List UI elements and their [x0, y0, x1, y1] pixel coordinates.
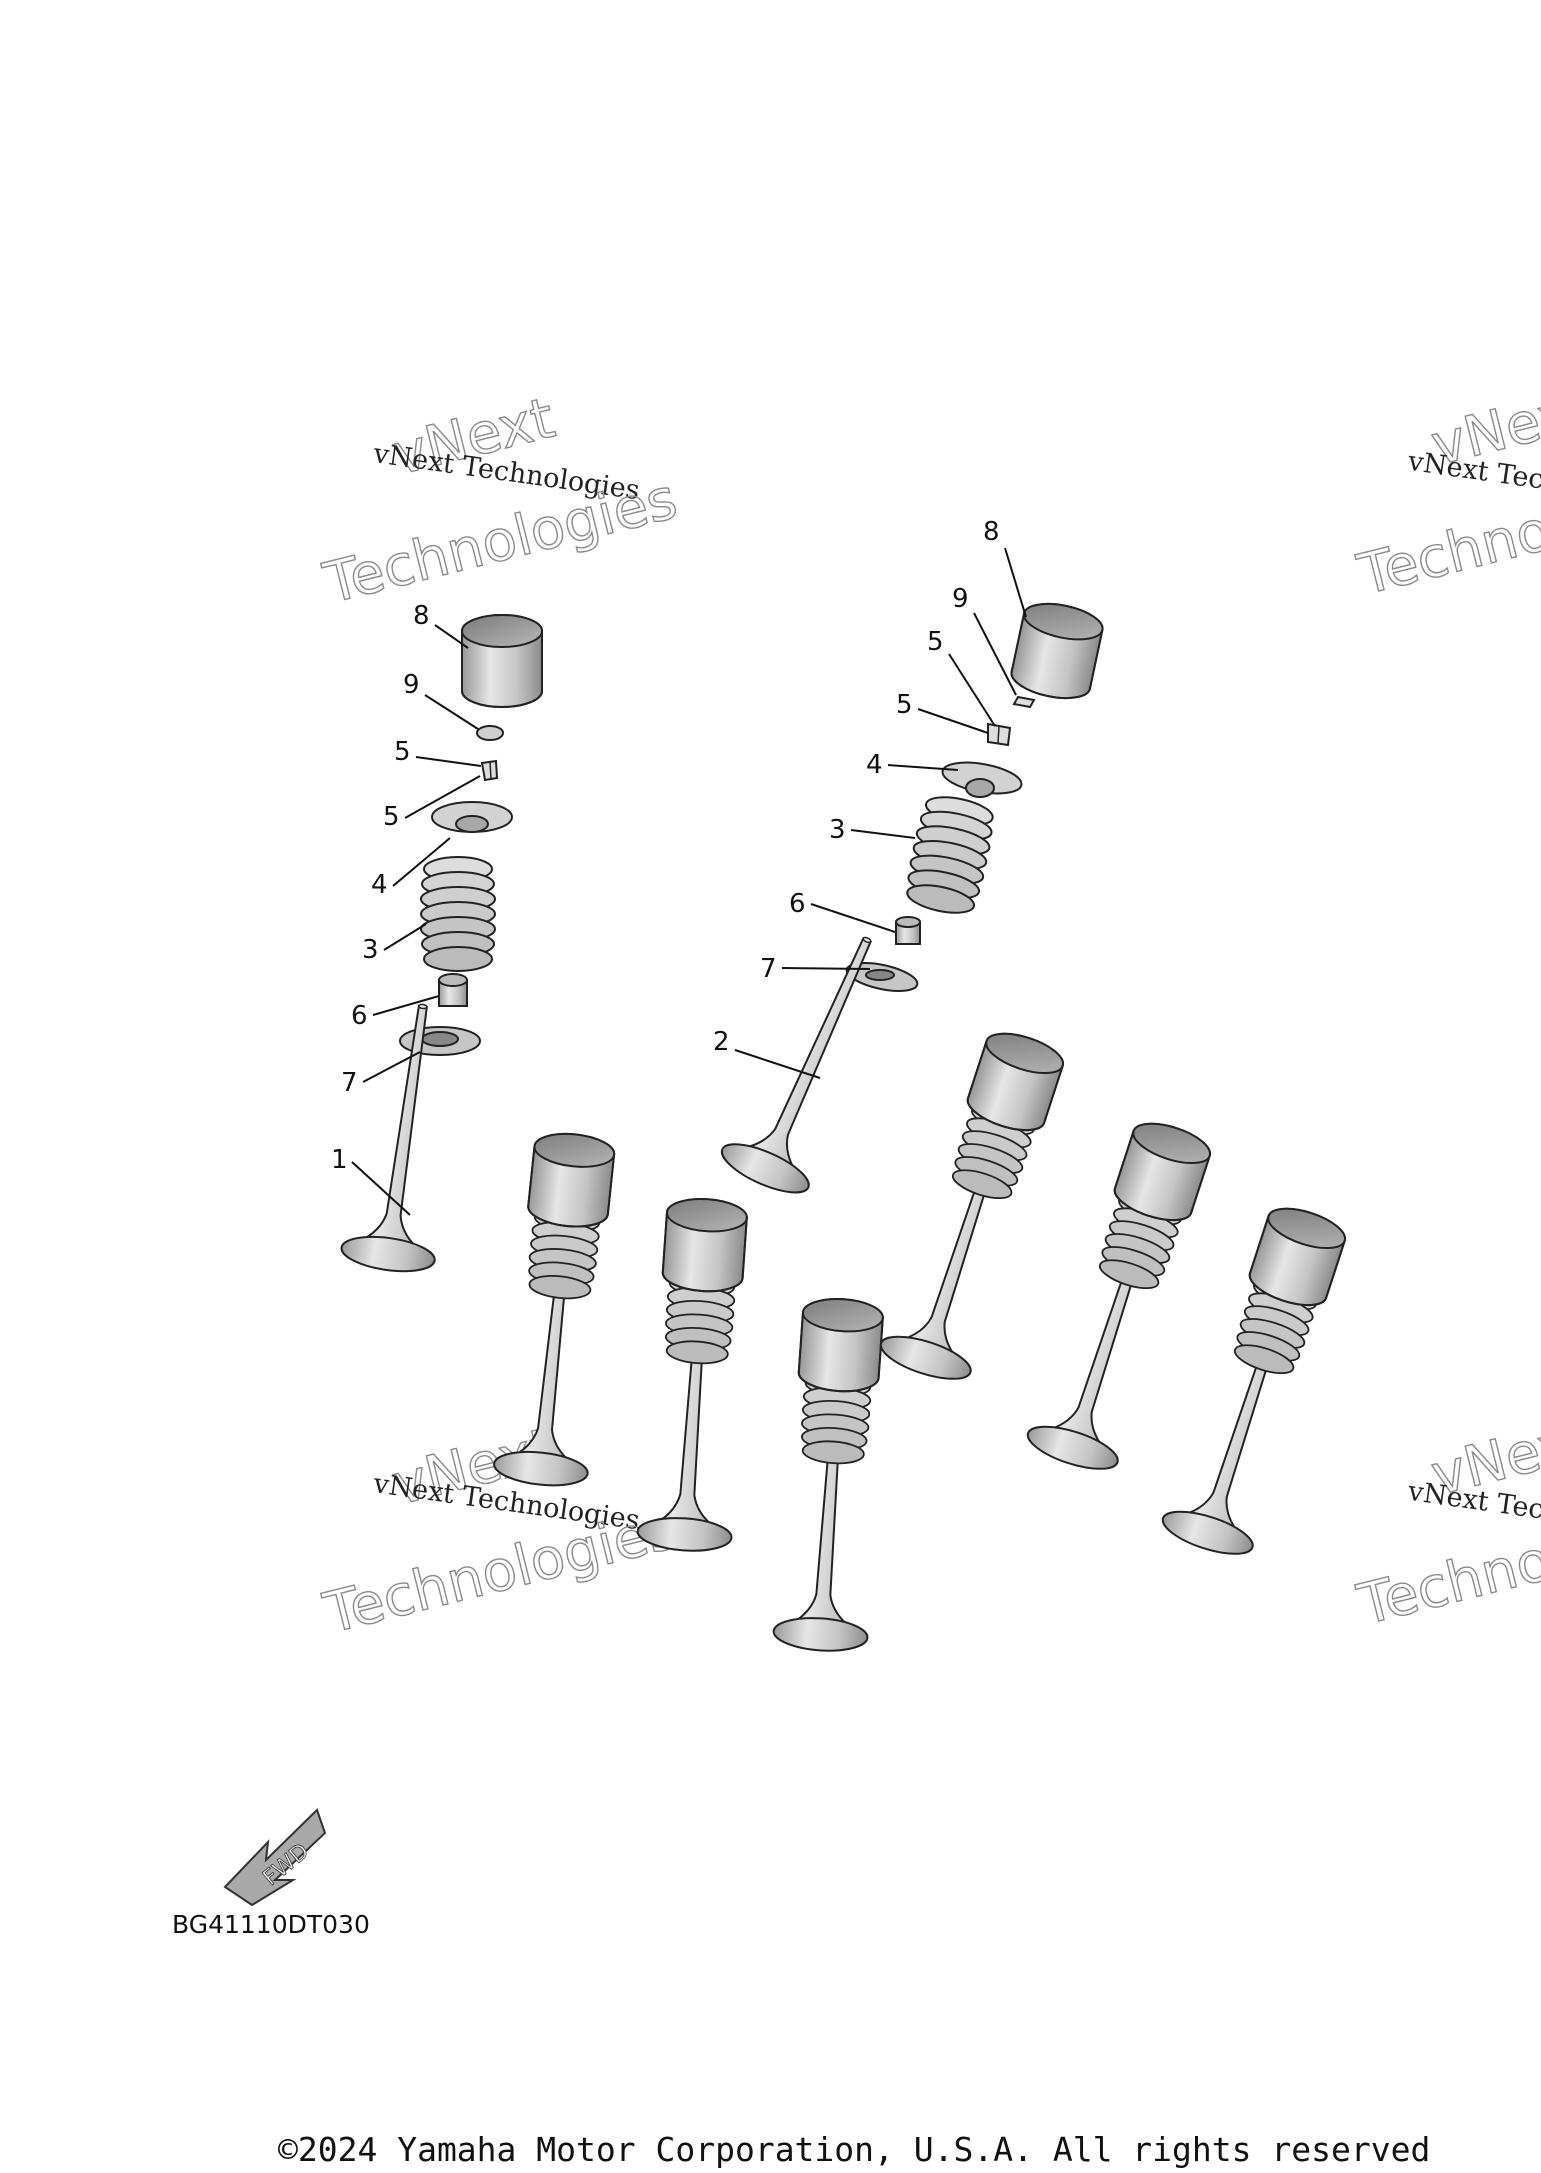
- left-spring: [420, 856, 496, 972]
- watermark-bottom-left: vNext vNext Technologies Technologies: [317, 1415, 684, 1647]
- callout-right-9: 9: [952, 584, 969, 614]
- assembly-d: [876, 1024, 1074, 1388]
- right-retainer: [941, 761, 1023, 798]
- watermark-bottom-right: vNext vNext Technologies Technologies: [1351, 1405, 1541, 1639]
- callout-left-5a: 5: [394, 737, 411, 767]
- watermark-top-right: vNext vNext Technologies Technologies: [1351, 375, 1541, 609]
- callout-left-7: 7: [341, 1068, 358, 1098]
- callout-right-6: 6: [789, 889, 806, 919]
- right-shim: [1012, 695, 1036, 709]
- right-exploded-stack: [714, 596, 1107, 1204]
- right-callouts: 8 9 5 5 4 3 6 7 2: [713, 517, 1027, 1079]
- left-cotter: [480, 759, 499, 782]
- callout-left-6: 6: [351, 1001, 368, 1031]
- callout-left-5b: 5: [383, 802, 400, 832]
- callout-right-5b: 5: [896, 690, 913, 720]
- callout-left-9: 9: [403, 670, 420, 700]
- right-stem-seal: [895, 916, 921, 945]
- forward-arrow-icon: FWD: [223, 1808, 327, 1907]
- copyright-notice: ©2024 Yamaha Motor Corporation, U.S.A. A…: [278, 2130, 1431, 2169]
- watermark-big-6: Technologies: [317, 1496, 683, 1646]
- left-shim: [476, 725, 504, 741]
- left-bucket: [461, 614, 543, 708]
- right-spring: [900, 790, 1000, 920]
- watermark-top-left: vNext vNext Technologies Technologies: [317, 385, 684, 617]
- callout-right-5a: 5: [927, 627, 944, 657]
- assembly-e: [1023, 1114, 1221, 1478]
- callout-right-4: 4: [866, 750, 883, 780]
- right-washer: [845, 962, 919, 992]
- callout-right-2: 2: [713, 1027, 730, 1057]
- callout-left-8: 8: [413, 601, 430, 631]
- watermark-big-2: Technologies: [317, 466, 683, 616]
- left-stem-seal: [438, 973, 468, 1007]
- right-valve: [714, 918, 912, 1204]
- right-bucket: [1007, 596, 1107, 706]
- left-retainer: [431, 801, 513, 833]
- callout-left-1: 1: [331, 1145, 348, 1175]
- callout-left-4: 4: [371, 870, 388, 900]
- callout-right-8: 8: [983, 517, 1000, 547]
- assembly-c: [773, 1296, 891, 1654]
- callout-right-7: 7: [760, 954, 777, 984]
- callout-left-3: 3: [362, 935, 379, 965]
- left-exploded-stack: [338, 614, 543, 1278]
- assembly-f: [1158, 1199, 1356, 1563]
- left-callouts: 8 9 5 5 4 3 6 7 1: [331, 601, 482, 1216]
- callout-right-3: 3: [829, 815, 846, 845]
- right-cotter: [987, 722, 1012, 747]
- diagram-code: BG41110DT030: [172, 1910, 370, 1939]
